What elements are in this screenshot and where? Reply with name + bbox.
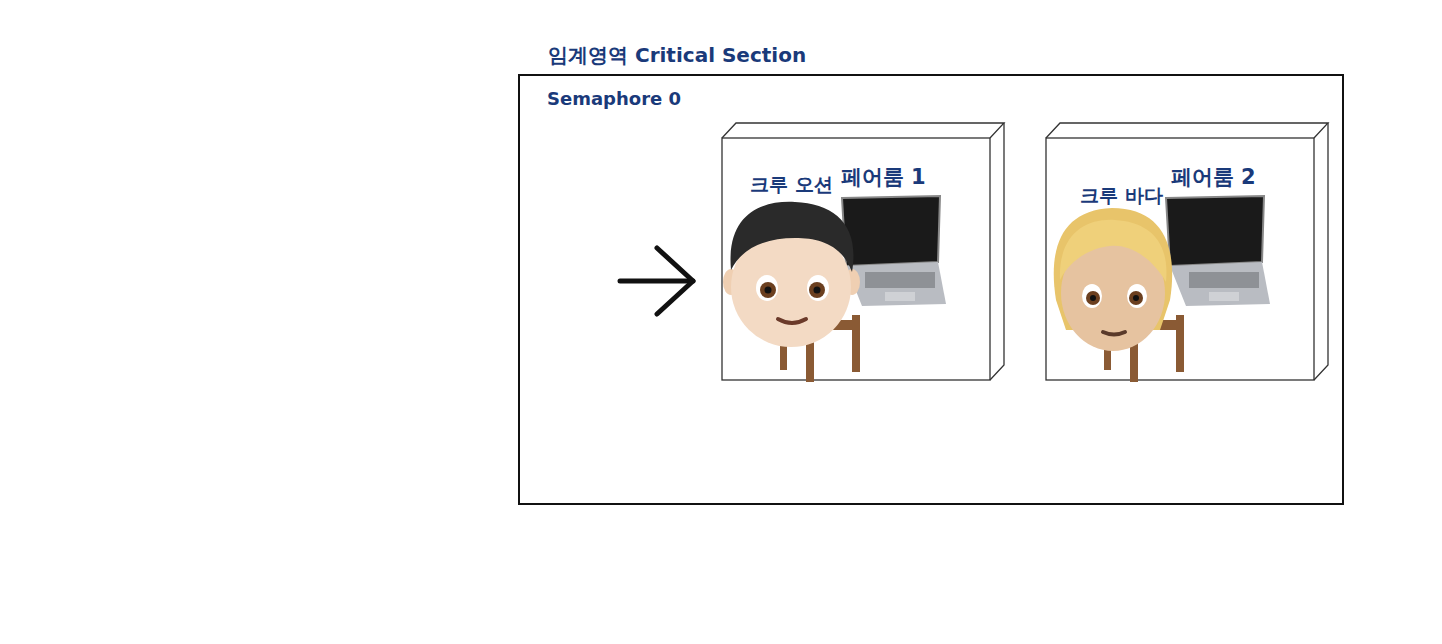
person-face — [723, 202, 860, 347]
room-cube — [1046, 123, 1328, 380]
critical-section-box: 임계영역 Critical SectionSemaphore 0페어룸 1크루 … — [518, 74, 1344, 505]
crew-name: 크루 오션 — [750, 173, 833, 196]
room-name: 페어룸 2 — [1171, 165, 1256, 190]
crew-name: 크루 바다 — [1080, 184, 1163, 207]
pair-room-box: 페어룸 1 크루 오션 — [722, 138, 992, 383]
room-name: 페어룸 1 — [841, 165, 926, 190]
room-cube — [722, 123, 1004, 380]
semaphore-label: Semaphore 0 — [547, 88, 681, 110]
laptop — [1166, 196, 1270, 306]
laptop — [842, 196, 946, 306]
person-face — [1054, 208, 1172, 351]
entry-arrow — [620, 248, 693, 314]
section-heading: 임계영역 Critical Section — [548, 43, 806, 67]
pair-room-box: 페어룸 2 크루 바다 — [1046, 138, 1316, 383]
